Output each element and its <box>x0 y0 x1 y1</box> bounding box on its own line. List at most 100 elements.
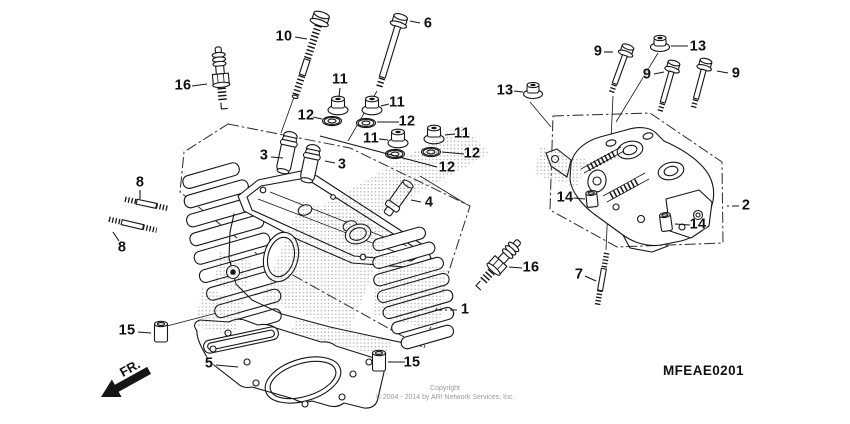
part-label-3[interactable]: 3 <box>337 156 347 173</box>
gasket-slot-opening <box>203 326 279 354</box>
leader-line-7-26 <box>584 275 597 282</box>
leader-line-14-23 <box>572 197 586 200</box>
fr-label: FR. <box>117 356 143 379</box>
part-label-5[interactable]: 5 <box>204 355 214 372</box>
stud-bolt-8b <box>108 216 158 233</box>
flange-nut-11a <box>327 95 349 116</box>
stud-bolt-8a <box>124 196 170 212</box>
dowel-14b <box>658 212 673 232</box>
head-fins-left <box>182 162 282 336</box>
head-top-flange <box>237 170 432 269</box>
head-bolt-10 <box>291 10 330 99</box>
part-label-12[interactable]: 12 <box>463 145 481 162</box>
part-label-16[interactable]: 16 <box>522 259 540 276</box>
valve-guide-left <box>276 131 298 175</box>
part-label-6[interactable]: 6 <box>423 15 433 32</box>
part-label-14[interactable]: 14 <box>689 216 707 233</box>
leader-line-4-13 <box>410 199 422 203</box>
part-label-15[interactable]: 15 <box>403 354 421 371</box>
washer-12a <box>321 115 343 127</box>
washer-12c <box>384 148 406 160</box>
flange-nut-11d <box>423 124 445 145</box>
part-label-9[interactable]: 9 <box>642 66 652 83</box>
dowel-14a <box>585 190 599 208</box>
leader-line-10-0 <box>294 36 308 40</box>
part-label-10[interactable]: 10 <box>275 28 293 45</box>
copyright-line2: © 2004 - 2014 by ARI Network Services, I… <box>375 393 515 401</box>
part-label-8[interactable]: 8 <box>135 174 145 191</box>
flange-nut-13b <box>522 81 544 100</box>
gasket-bolt-holes <box>209 329 373 408</box>
phantom-box-cylinder-head <box>179 123 471 349</box>
part-label-15[interactable]: 15 <box>118 322 136 339</box>
leader-line-5-29 <box>215 364 239 368</box>
part-label-11[interactable]: 11 <box>389 94 405 111</box>
spark-plug-lower <box>475 239 521 291</box>
spark-plug-boss <box>225 264 241 280</box>
part-label-14[interactable]: 14 <box>556 189 574 206</box>
part-label-1[interactable]: 1 <box>460 301 470 318</box>
assembly-axis-lines <box>166 52 659 327</box>
part-label-16[interactable]: 16 <box>174 77 192 94</box>
hatch-shading <box>196 124 586 357</box>
flange-nut-11b <box>361 95 383 116</box>
dowel-15a <box>153 320 169 343</box>
part-label-11[interactable]: 11 <box>332 71 348 88</box>
part-label-4[interactable]: 4 <box>424 194 434 211</box>
part-label-9[interactable]: 9 <box>731 65 741 82</box>
copyright-notice: Copyright © 2004 - 2014 by ARI Network S… <box>372 385 518 403</box>
leader-line-9-19 <box>653 71 665 75</box>
leader-line-6-1 <box>409 20 421 24</box>
rocker-shafts <box>580 146 650 203</box>
leader-line-16-2 <box>191 83 208 87</box>
leader-line-15-27 <box>137 331 152 334</box>
leader-line-14-24 <box>674 223 691 226</box>
diagram-code: MFEAE0201 <box>663 363 744 378</box>
leader-line-11-7 <box>378 138 389 141</box>
mount-bolt-9b <box>657 59 681 113</box>
stud-bolt-7 <box>594 252 610 307</box>
gasket-bore-opening <box>264 356 342 404</box>
part-label-3[interactable]: 3 <box>259 147 269 164</box>
spark-plug-upper <box>211 46 231 110</box>
intake-port <box>344 223 372 245</box>
dowel-pin-4 <box>383 179 414 217</box>
part-label-12[interactable]: 12 <box>398 113 416 130</box>
head-fins-right <box>372 226 455 350</box>
part-label-7[interactable]: 7 <box>574 266 584 283</box>
head-gasket <box>194 318 385 409</box>
washer-12d <box>420 146 442 158</box>
combustion-chamber <box>262 231 300 283</box>
rocker-shaft-towers <box>605 132 685 181</box>
flange-nut-13a <box>649 34 671 53</box>
leader-line-12-10 <box>441 151 465 155</box>
rocker-left-arm <box>545 148 572 178</box>
head-body-outline <box>228 213 405 344</box>
fr-direction-arrow: FR. <box>101 356 152 398</box>
head-bolt-6 <box>375 13 409 90</box>
part-label-9[interactable]: 9 <box>593 43 603 60</box>
dowel-15b <box>371 349 387 372</box>
part-label-12[interactable]: 12 <box>438 159 456 176</box>
flange-nut-11c <box>387 128 409 149</box>
part-label-2[interactable]: 2 <box>741 197 751 214</box>
leader-line-9-20 <box>716 70 729 74</box>
washer-12b <box>355 117 377 129</box>
part-label-8[interactable]: 8 <box>117 239 127 256</box>
leader-line-11-3 <box>338 87 341 98</box>
leader-line-11-4 <box>380 103 390 107</box>
part-label-11[interactable]: 11 <box>363 130 379 147</box>
part-label-11[interactable]: 11 <box>454 125 470 142</box>
part-label-13[interactable]: 13 <box>496 82 514 99</box>
part-label-12[interactable]: 12 <box>297 107 315 124</box>
leader-line-16-25 <box>508 266 523 269</box>
mount-bolt-9c <box>690 57 713 110</box>
leader-line-3-12 <box>324 160 336 164</box>
leader-line-13-22 <box>513 90 524 93</box>
part-label-13[interactable]: 13 <box>689 38 707 55</box>
valve-guide-right <box>300 144 321 184</box>
copyright-line1: Copyright <box>430 385 460 392</box>
